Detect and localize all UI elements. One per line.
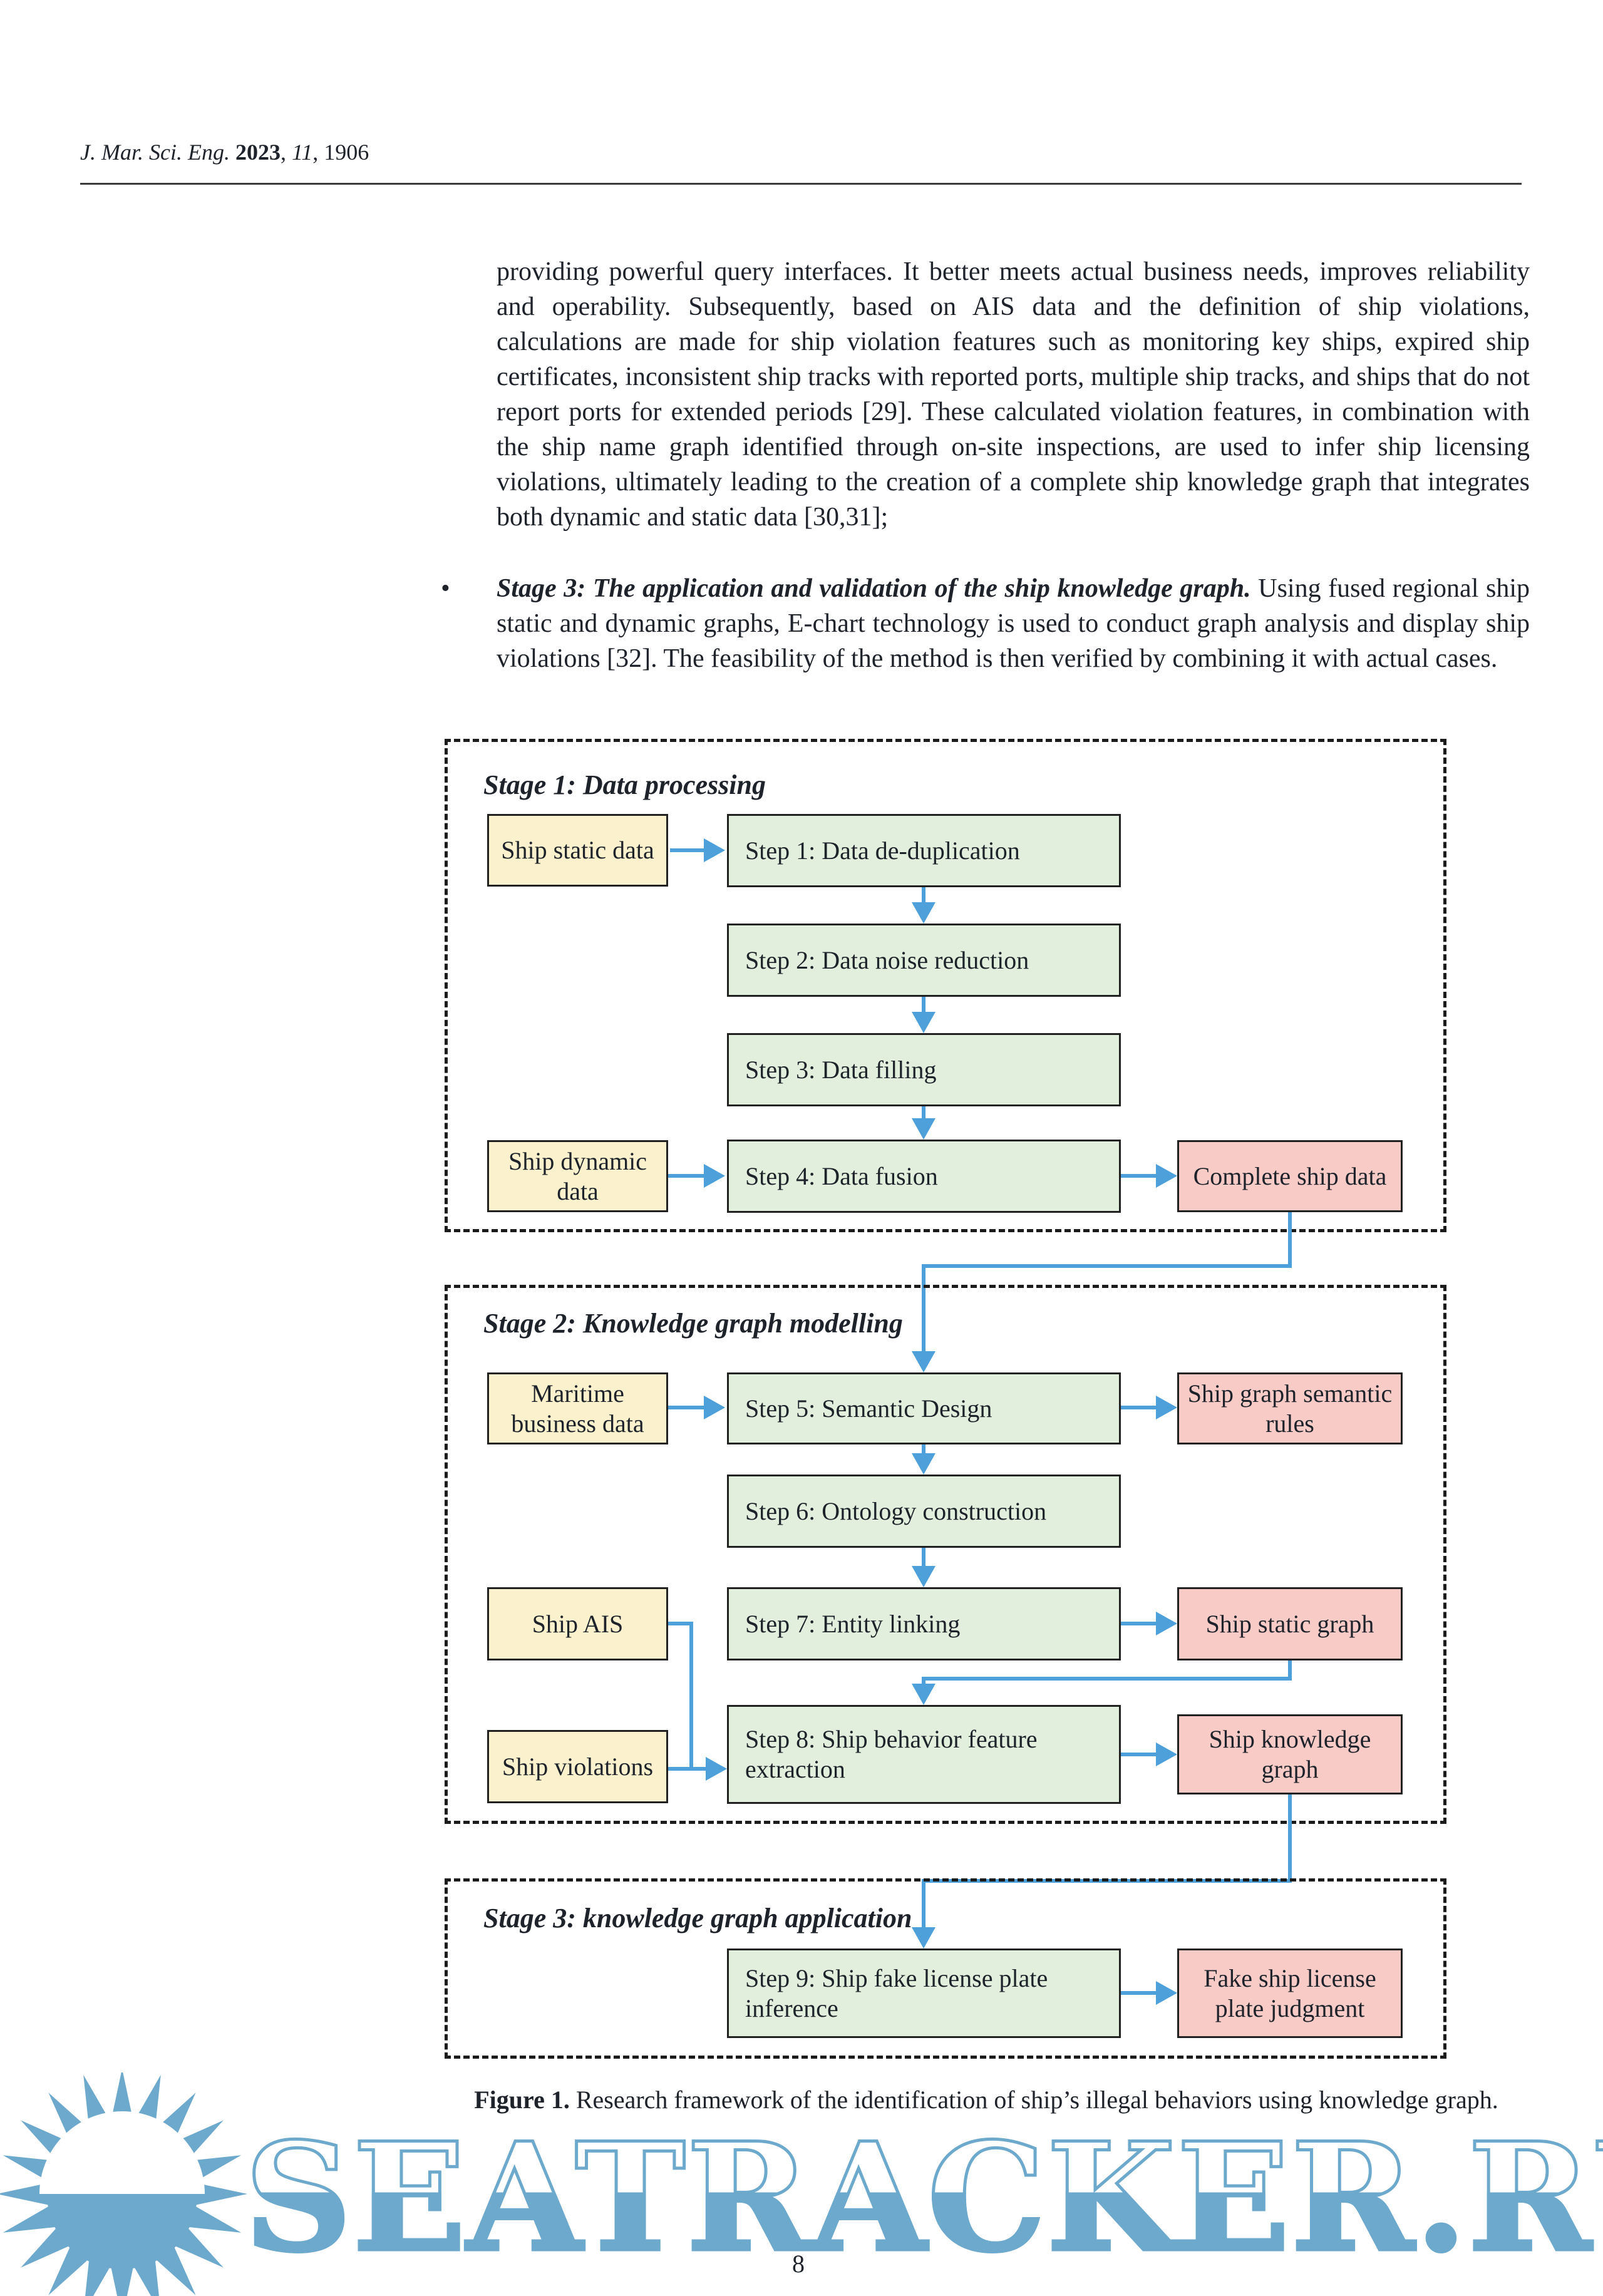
elbow-staticgraph-v1 <box>1288 1660 1292 1681</box>
elbow-completeship-v1 <box>1288 1212 1292 1268</box>
box-maritime-business-data: Maritime business data <box>487 1372 668 1444</box>
arrow-step7-staticgraph <box>1121 1622 1157 1625</box>
box-ship-dynamic-data: Ship dynamic data <box>487 1140 668 1212</box>
stage1-title: Stage 1: Data processing <box>483 770 766 800</box>
arrowhead-maritime-step5 <box>704 1396 725 1419</box>
box-step8: Step 8: Ship behavior feature extraction <box>727 1705 1121 1804</box>
box-ship-violations: Ship violations <box>487 1730 668 1803</box>
arrow-step3-step4 <box>922 1106 925 1120</box>
page-number: 8 <box>792 2250 805 2278</box>
stage1-panel <box>445 739 1446 1232</box>
box-step1: Step 1: Data de-duplication <box>727 814 1121 887</box>
stage3-title: Stage 3: knowledge graph application <box>483 1903 912 1933</box>
arrow-step1-step2 <box>922 887 925 905</box>
journal-article-no: , 1906 <box>312 140 369 165</box>
arrow-step2-step3 <box>922 997 925 1013</box>
elbow-knowledgegraph-v1 <box>1288 1794 1292 1883</box>
arrowhead-violations-step8 <box>706 1757 727 1781</box>
arrowhead-step7-staticgraph <box>1156 1612 1177 1635</box>
box-step7: Step 7: Entity linking <box>727 1587 1121 1660</box>
figure-caption: Figure 1. Research framework of the iden… <box>432 2085 1540 2114</box>
box-step3: Step 3: Data filling <box>727 1033 1121 1106</box>
stage2-panel <box>445 1285 1446 1824</box>
stage3-panel <box>445 1878 1446 2059</box>
box-ship-knowledge-graph: Ship knowledge graph <box>1177 1714 1403 1794</box>
arrow-violations-step8 <box>668 1767 707 1771</box>
header-sep: , <box>280 140 292 165</box>
bullet-item: Stage 3: The application and validation … <box>497 571 1530 676</box>
journal-volume: 11 <box>291 140 313 165</box>
journal-name: J. Mar. Sci. Eng. <box>80 140 230 165</box>
bullet-marker: • <box>441 574 450 603</box>
box-step9: Step 9: Ship fake license plate inferenc… <box>727 1949 1121 2038</box>
arrowhead-step5-rules <box>1156 1396 1177 1419</box>
arrowhead-step6-step7 <box>912 1566 936 1587</box>
arrowhead-knowledgegraph-step9 <box>912 1927 936 1949</box>
elbow-knowledgegraph-v2 <box>922 1879 925 1928</box>
arrowhead-step5-step6 <box>912 1453 936 1475</box>
arrow-maritime-step5 <box>668 1406 705 1409</box>
arrowhead-step1-step2 <box>912 902 936 924</box>
figure-caption-label: Figure 1. <box>474 2086 570 2114</box>
arrow-step5-rules <box>1121 1406 1157 1409</box>
box-step6: Step 6: Ontology construction <box>727 1475 1121 1548</box>
box-ship-graph-semantic-rules: Ship graph semantic rules <box>1177 1372 1403 1444</box>
arrow-shipstatic-step1 <box>670 848 705 852</box>
arrowhead-step9-judgment <box>1156 1981 1177 2005</box>
arrow-step4-completeship <box>1121 1174 1157 1178</box>
arrowhead-step4-completeship <box>1156 1164 1177 1188</box>
figure-caption-text: Research framework of the identification… <box>575 2086 1498 2114</box>
arrow-step9-judgment <box>1121 1991 1157 1995</box>
sun-horizon-mask <box>39 2111 205 2194</box>
bullet-lead: Stage 3: The application and validation … <box>497 574 1251 603</box>
box-ship-static-data: Ship static data <box>487 814 668 887</box>
arrowhead-step2-step3 <box>912 1012 936 1033</box>
arrowhead-step8-knowledgegraph <box>1156 1743 1177 1766</box>
body-paragraph: providing powerful query interfaces. It … <box>497 257 1530 532</box>
box-fake-ship-license-plate-judgment: Fake ship license plate judgment <box>1177 1949 1403 2038</box>
arrowhead-staticgraph-step8 <box>912 1684 936 1705</box>
box-ship-ais: Ship AIS <box>487 1587 668 1660</box>
arrow-step5-step6 <box>922 1444 925 1455</box>
elbow-staticgraph-h <box>922 1677 1292 1681</box>
sun-logo <box>0 2072 247 2296</box>
arrow-shipdynamic-step4 <box>668 1174 705 1178</box>
box-step4: Step 4: Data fusion <box>727 1140 1121 1213</box>
box-complete-ship-data: Complete ship data <box>1177 1140 1403 1212</box>
watermark-text: SEATRACKER.RU <box>242 2122 1603 2274</box>
journal-year: 2023 <box>235 140 281 165</box>
header-rule <box>80 183 1522 185</box>
header-space <box>230 140 235 165</box>
elbow-completeship-v2 <box>922 1264 925 1352</box>
arrowhead-completeship-step5 <box>912 1351 936 1372</box>
box-step5: Step 5: Semantic Design <box>727 1372 1121 1444</box>
arrowhead-shipdynamic-step4 <box>704 1164 725 1188</box>
stage2-title: Stage 2: Knowledge graph modelling <box>483 1308 903 1339</box>
journal-header: J. Mar. Sci. Eng. 2023, 11, 1906 <box>80 139 369 165</box>
elbow-staticgraph-v2 <box>922 1677 925 1686</box>
arrowhead-shipstatic-step1 <box>704 838 725 862</box>
arrow-step8-knowledgegraph <box>1121 1753 1157 1756</box>
connector-shipais-v <box>689 1622 693 1771</box>
box-ship-static-graph: Ship static graph <box>1177 1587 1403 1660</box>
elbow-completeship-h <box>922 1264 1292 1268</box>
bullet-rest: Using fused regional ship static and dyn… <box>497 574 1530 673</box>
connector-shipais-h <box>668 1622 693 1625</box>
arrowhead-step3-step4 <box>912 1118 936 1140</box>
box-step2: Step 2: Data noise reduction <box>727 924 1121 997</box>
arrow-step6-step7 <box>922 1548 925 1567</box>
